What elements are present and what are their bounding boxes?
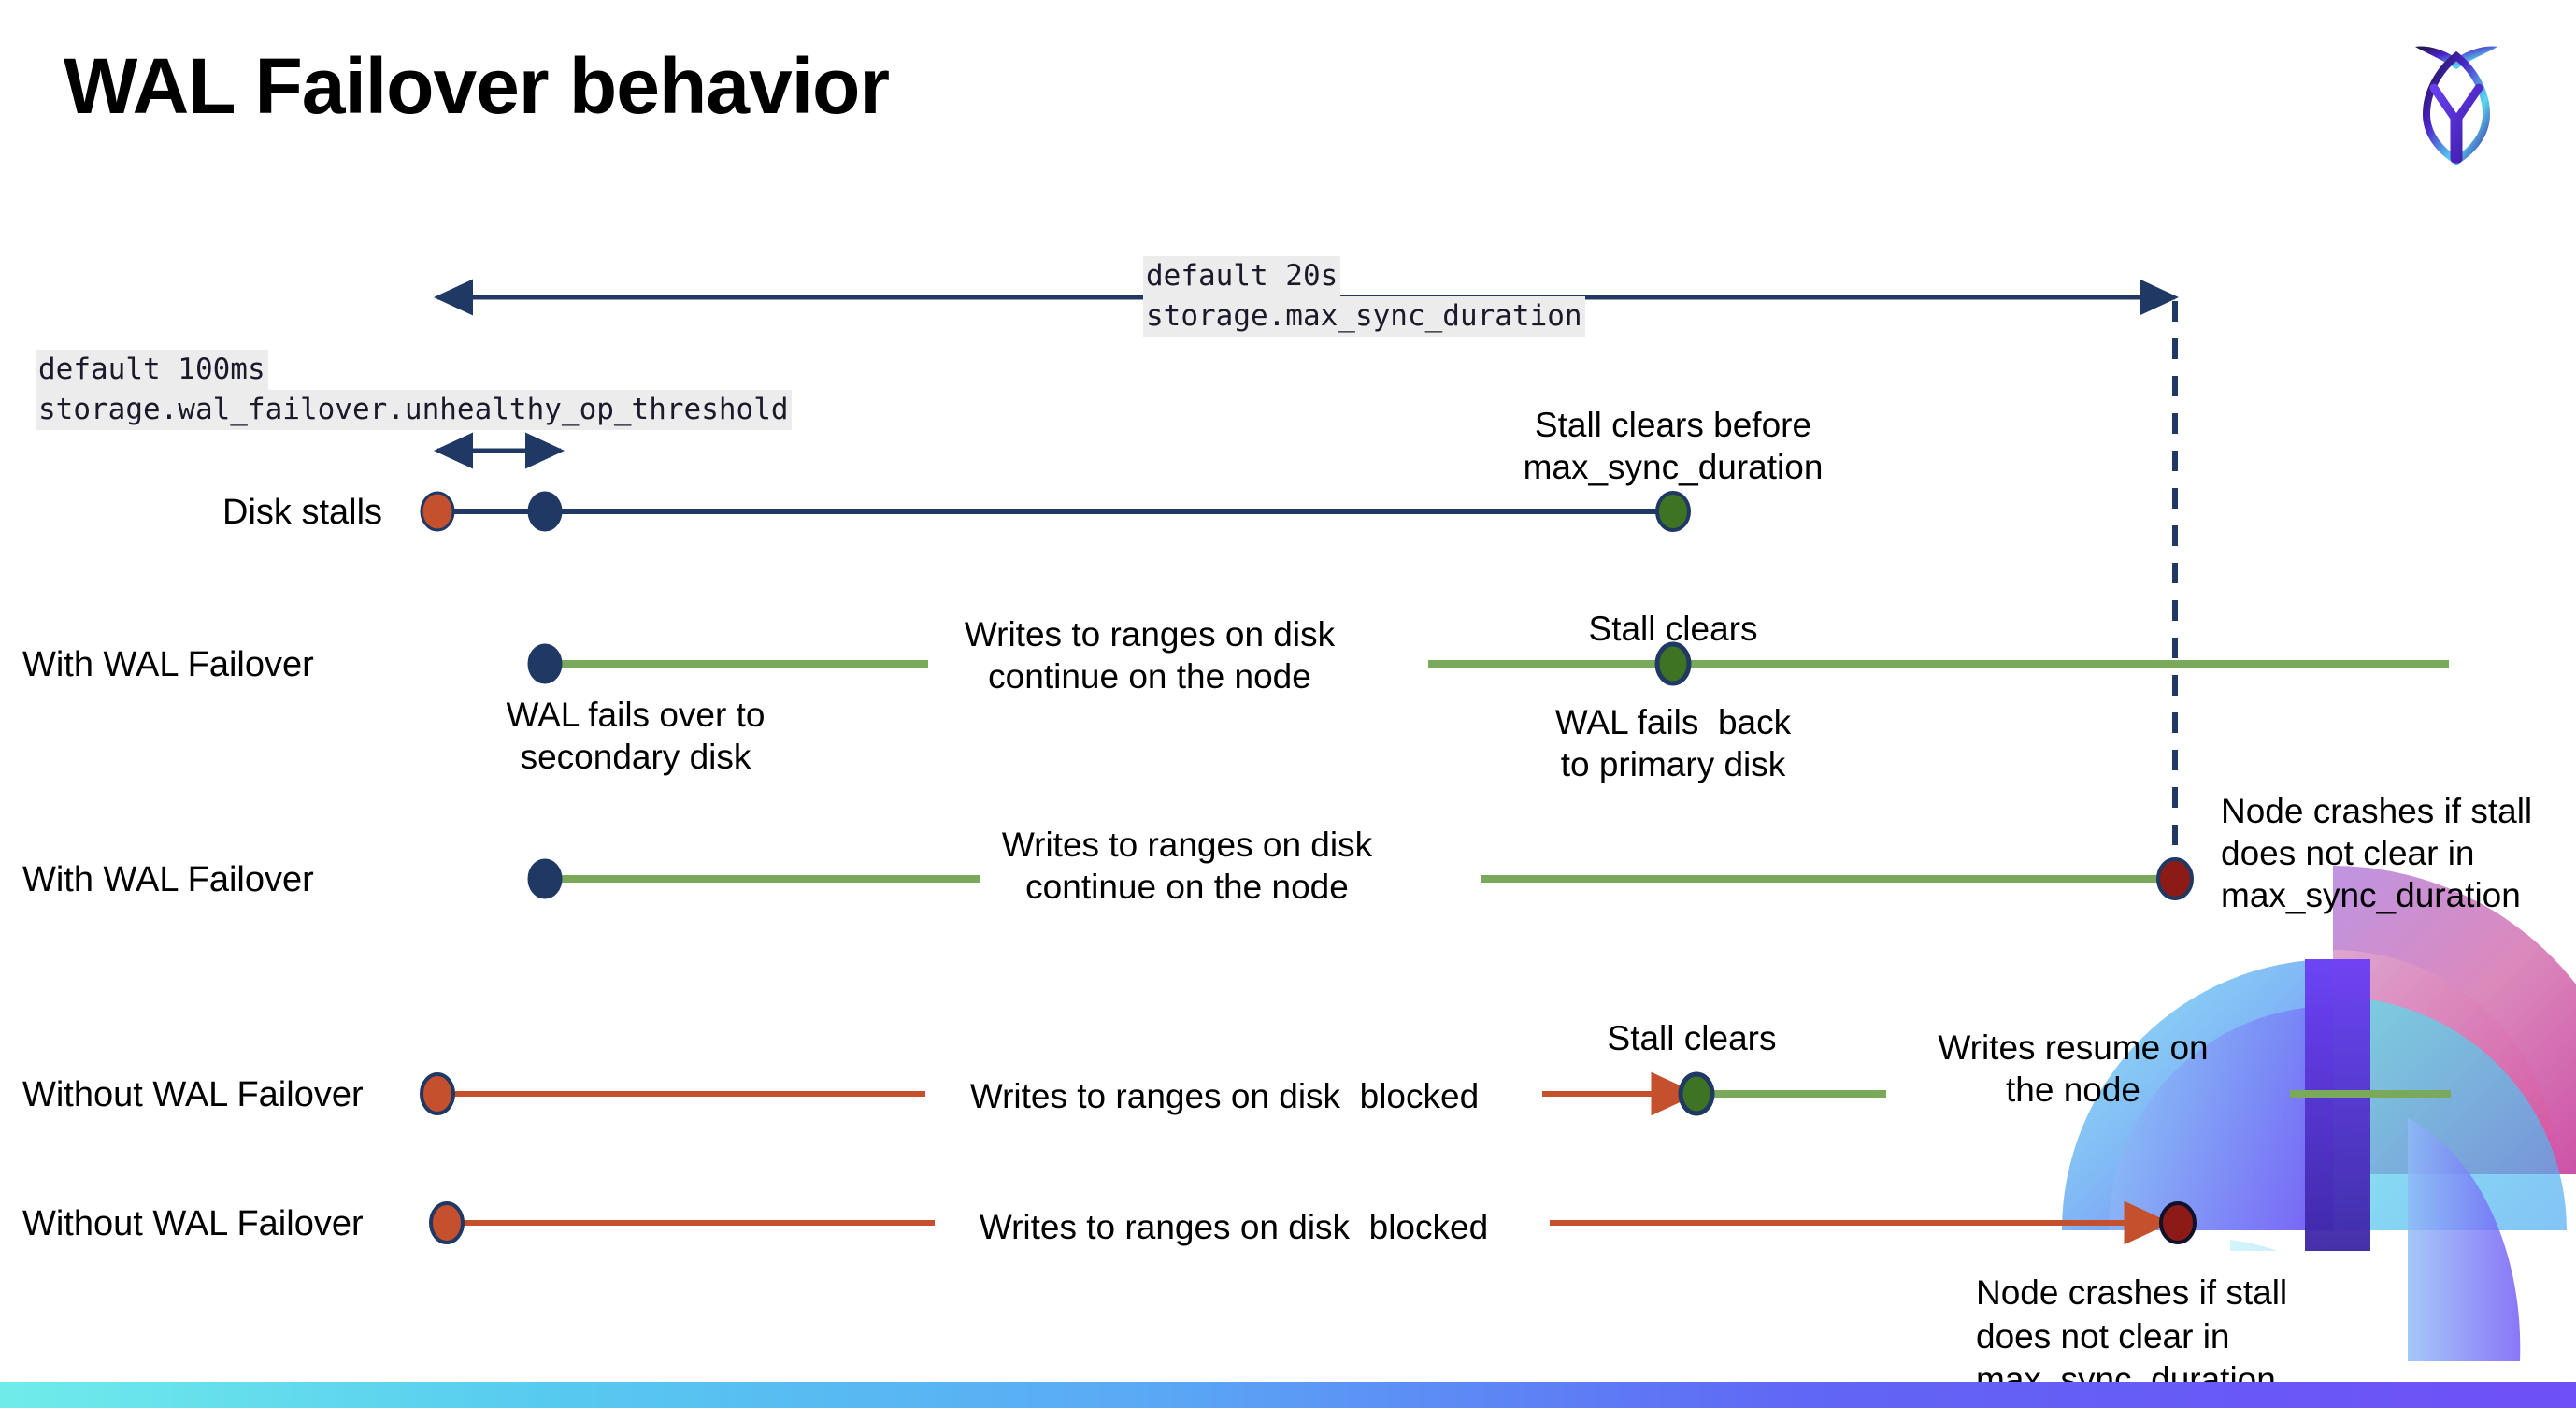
wal-failover-1-clear-dot bbox=[1654, 641, 1692, 686]
note-stall-clears-before: Stall clears before max_sync_duration bbox=[1523, 406, 1824, 487]
wal-failover-2-crash-dot bbox=[2156, 857, 2194, 900]
row-label-with-wal-failover-1: With WAL Failover bbox=[22, 645, 314, 684]
note-writes-resume: Writes resume on the node bbox=[1938, 1028, 2209, 1110]
page-title: WAL Failover behavior bbox=[64, 42, 890, 130]
wal-failover-2-start-dot bbox=[527, 858, 563, 899]
disk-stalls-start-dot bbox=[420, 491, 455, 532]
row-label-without-wal-failover-1: Without WAL Failover bbox=[22, 1075, 364, 1114]
no-failover-1-start-dot bbox=[420, 1072, 455, 1115]
unhealthy-op-threshold-default: default 100ms bbox=[36, 350, 268, 390]
bottom-accent-band bbox=[0, 1382, 2576, 1408]
disk-stalls-clear-dot bbox=[1655, 491, 1691, 532]
max-sync-duration-annotation: default 20s storage.max_sync_duration bbox=[1143, 256, 1585, 337]
note-wal-fails-over: WAL fails over to secondary disk bbox=[506, 696, 766, 777]
unhealthy-op-threshold-setting: storage.wal_failover.unhealthy_op_thresh… bbox=[36, 389, 792, 430]
row-label-without-wal-failover-2: Without WAL Failover bbox=[22, 1204, 364, 1243]
note-writes-continue-2: Writes to ranges on disk continue on the… bbox=[1001, 826, 1373, 907]
note-writes-blocked-1: Writes to ranges on disk blocked bbox=[969, 1077, 1480, 1115]
row-label-with-wal-failover-2: With WAL Failover bbox=[22, 860, 314, 899]
note-node-crashes-1: Node crashes if stall does not clear in … bbox=[2221, 792, 2533, 915]
cockroach-labs-logo-icon bbox=[2415, 46, 2497, 165]
note-stall-clears-2: Stall clears bbox=[1607, 1019, 1777, 1057]
row-label-disk-stalls: Disk stalls bbox=[222, 493, 383, 532]
unhealthy-op-threshold-annotation: default 100ms storage.wal_failover.unhea… bbox=[36, 350, 792, 430]
note-writes-blocked-2: Writes to ranges on disk blocked bbox=[979, 1208, 1489, 1246]
no-failover-2-start-dot bbox=[429, 1201, 465, 1244]
note-stall-clears-1: Stall clears bbox=[1588, 610, 1758, 648]
wal-failover-1-start-dot bbox=[527, 643, 563, 684]
disk-stalls-failover-dot bbox=[527, 491, 563, 532]
note-wal-fails-back: WAL fails back to primary disk bbox=[1554, 703, 1792, 784]
no-failover-1-clear-dot bbox=[1678, 1071, 1715, 1116]
max-sync-duration-setting: storage.max_sync_duration bbox=[1143, 295, 1585, 337]
note-writes-continue-1: Writes to ranges on disk continue on the… bbox=[964, 615, 1336, 697]
no-failover-2-crash-dot bbox=[2159, 1201, 2197, 1244]
max-sync-duration-default: default 20s bbox=[1143, 256, 1341, 296]
